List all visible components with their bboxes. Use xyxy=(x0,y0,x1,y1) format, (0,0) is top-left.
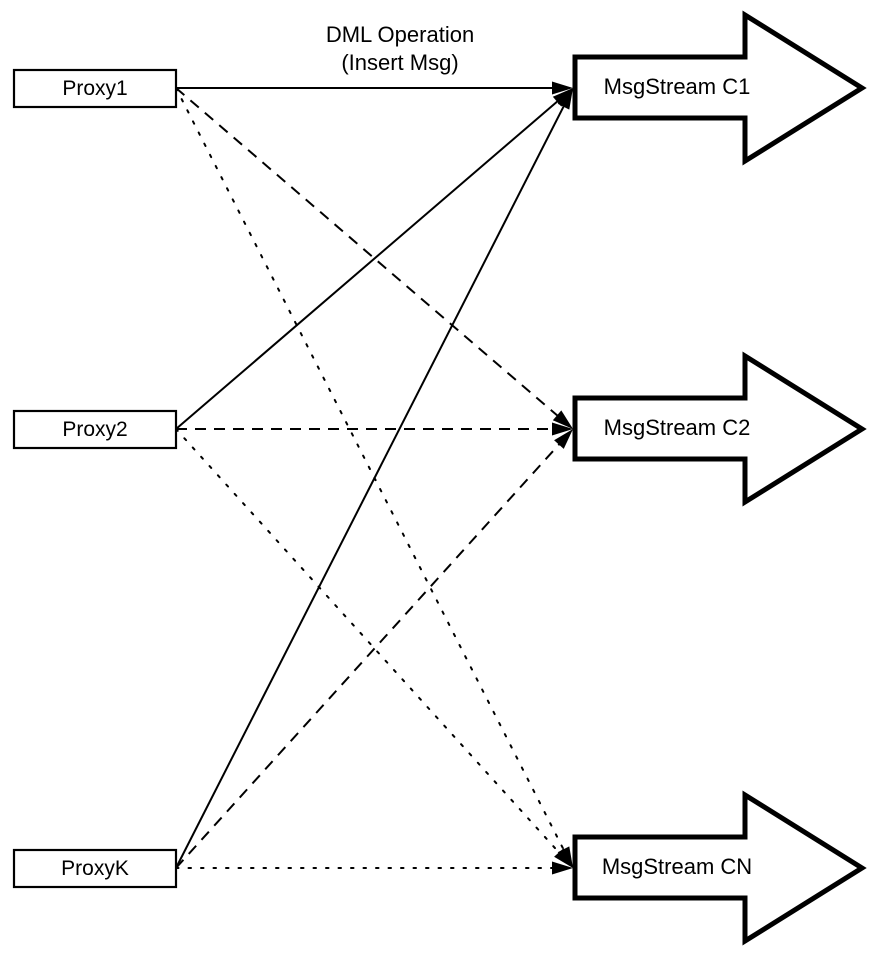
edges-layer xyxy=(175,87,569,869)
stream-stream_c1: MsgStream C1 xyxy=(572,10,867,166)
stream-label: MsgStream C2 xyxy=(604,415,751,440)
arrowhead-p1-c1 xyxy=(552,81,573,95)
proxy-box[interactable] xyxy=(12,409,178,450)
arrowheads-layer xyxy=(552,81,573,875)
edge-caption-line1: DML Operation xyxy=(326,22,474,47)
proxy-label: Proxy1 xyxy=(62,77,127,100)
stream-label: MsgStream C1 xyxy=(604,74,751,99)
proxy-proxy1[interactable]: Proxy1 xyxy=(12,68,178,109)
arrowhead-p1-c2 xyxy=(552,410,573,429)
proxy-box[interactable] xyxy=(12,68,178,109)
arrowhead-p2-c1 xyxy=(552,88,573,107)
edge-p2-c1 xyxy=(175,94,565,430)
edge-caption-line2: (Insert Msg) xyxy=(341,50,458,75)
proxy-label: Proxy2 xyxy=(62,418,127,441)
arrowhead-p2-cn xyxy=(554,848,573,868)
stream-arrow-shape xyxy=(572,10,867,166)
edge-pk-c1 xyxy=(175,97,569,869)
stream-stream_c2: MsgStream C2 xyxy=(572,351,867,507)
stream-arrow-shape xyxy=(572,790,867,946)
proxy-box[interactable] xyxy=(12,848,178,889)
stream-label: MsgStream CN xyxy=(602,854,752,879)
edge-p1-cn xyxy=(175,87,569,859)
edge-p1-c2 xyxy=(175,87,565,423)
proxy-proxyK[interactable]: ProxyK xyxy=(12,848,178,889)
proxy-label: ProxyK xyxy=(61,857,129,880)
stream-stream_cn: MsgStream CN xyxy=(572,790,867,946)
edge-p2-cn xyxy=(175,428,567,861)
arrowhead-pk-c1 xyxy=(557,88,573,110)
arrowhead-pk-c2 xyxy=(554,429,573,449)
edge-pk-c2 xyxy=(175,436,566,869)
proxy-proxy2[interactable]: Proxy2 xyxy=(12,409,178,450)
streams-layer: MsgStream C1 MsgStream C2 MsgStream CN xyxy=(572,10,867,946)
arrowhead-pk-cn xyxy=(552,861,573,875)
arrowhead-p2-c2 xyxy=(552,422,573,436)
stream-arrow-shape xyxy=(572,351,867,507)
